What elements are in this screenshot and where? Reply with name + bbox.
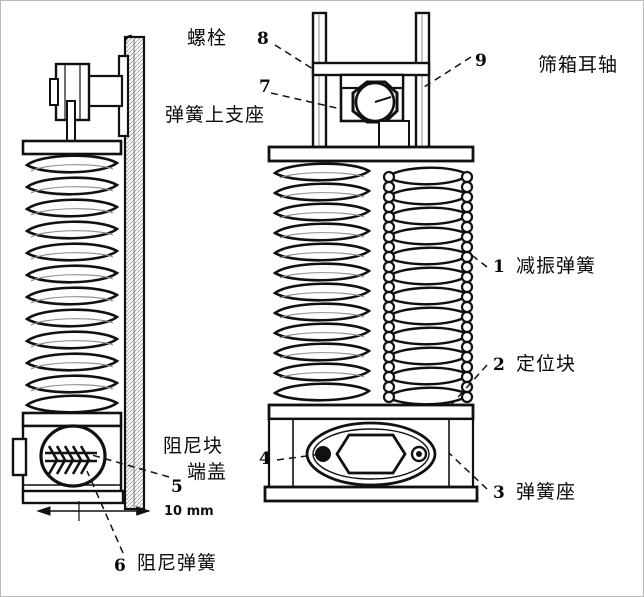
dimension-line [36, 501, 151, 521]
spring-top-plate [267, 145, 475, 163]
callout-number-6: 6 [114, 556, 126, 576]
right-front-view [263, 11, 479, 503]
callout-number-9: 9 [475, 51, 487, 71]
front-spring-right [382, 166, 474, 406]
damping-block [39, 424, 107, 488]
leader-lines [84, 44, 488, 554]
end-cap-flange [305, 421, 437, 487]
leader-5 [84, 452, 170, 478]
label-end-cap: 端盖 [187, 461, 228, 483]
leader-4 [276, 453, 322, 461]
upper-spring-support [311, 61, 431, 77]
callout-number-3: 3 [493, 483, 505, 503]
mounting-plate [123, 34, 146, 511]
side-lower-seat [21, 411, 123, 428]
label-spring-seat: 弹簧座 [516, 481, 577, 503]
side-main-spring [24, 154, 120, 414]
callout-number-4: 4 [259, 449, 271, 469]
damping-spring-coils [45, 445, 97, 475]
hex-bore [335, 433, 407, 475]
label-bolt: 螺栓 [187, 27, 228, 49]
left-side-view [11, 34, 151, 521]
leader-3 [448, 452, 488, 490]
dimension-text: 10 mm [164, 504, 214, 519]
side-bottom-plate [21, 489, 125, 505]
leader-2 [450, 364, 488, 406]
leader-1 [468, 252, 488, 268]
label-upper-spring-support: 弹簧上支座 [165, 104, 266, 126]
side-upper-seat [21, 139, 123, 156]
side-upper-bracket [49, 54, 130, 142]
label-damping-spring-main: 减振弹簧 [516, 255, 597, 277]
leader-9 [420, 56, 472, 90]
front-spring-left [272, 162, 372, 402]
leader-8 [274, 44, 314, 70]
trunnion-block [339, 73, 410, 154]
label-damper-spring: 阻尼弹簧 [137, 552, 218, 574]
leader-7 [270, 92, 342, 110]
callout-number-5: 5 [171, 477, 183, 497]
callout-number-7: 7 [259, 77, 271, 97]
callout-number-2: 2 [493, 355, 505, 375]
label-screen-box-trunnion: 筛箱耳轴 [538, 54, 619, 76]
callout-number-8: 8 [257, 29, 269, 49]
coil-wire-sections [382, 170, 474, 404]
spring-seat [263, 403, 479, 503]
callout-number-1: 1 [493, 257, 505, 277]
leader-6 [86, 470, 124, 554]
label-positioning-block: 定位块 [516, 353, 577, 375]
label-damping-block: 阻尼块 [163, 435, 224, 457]
